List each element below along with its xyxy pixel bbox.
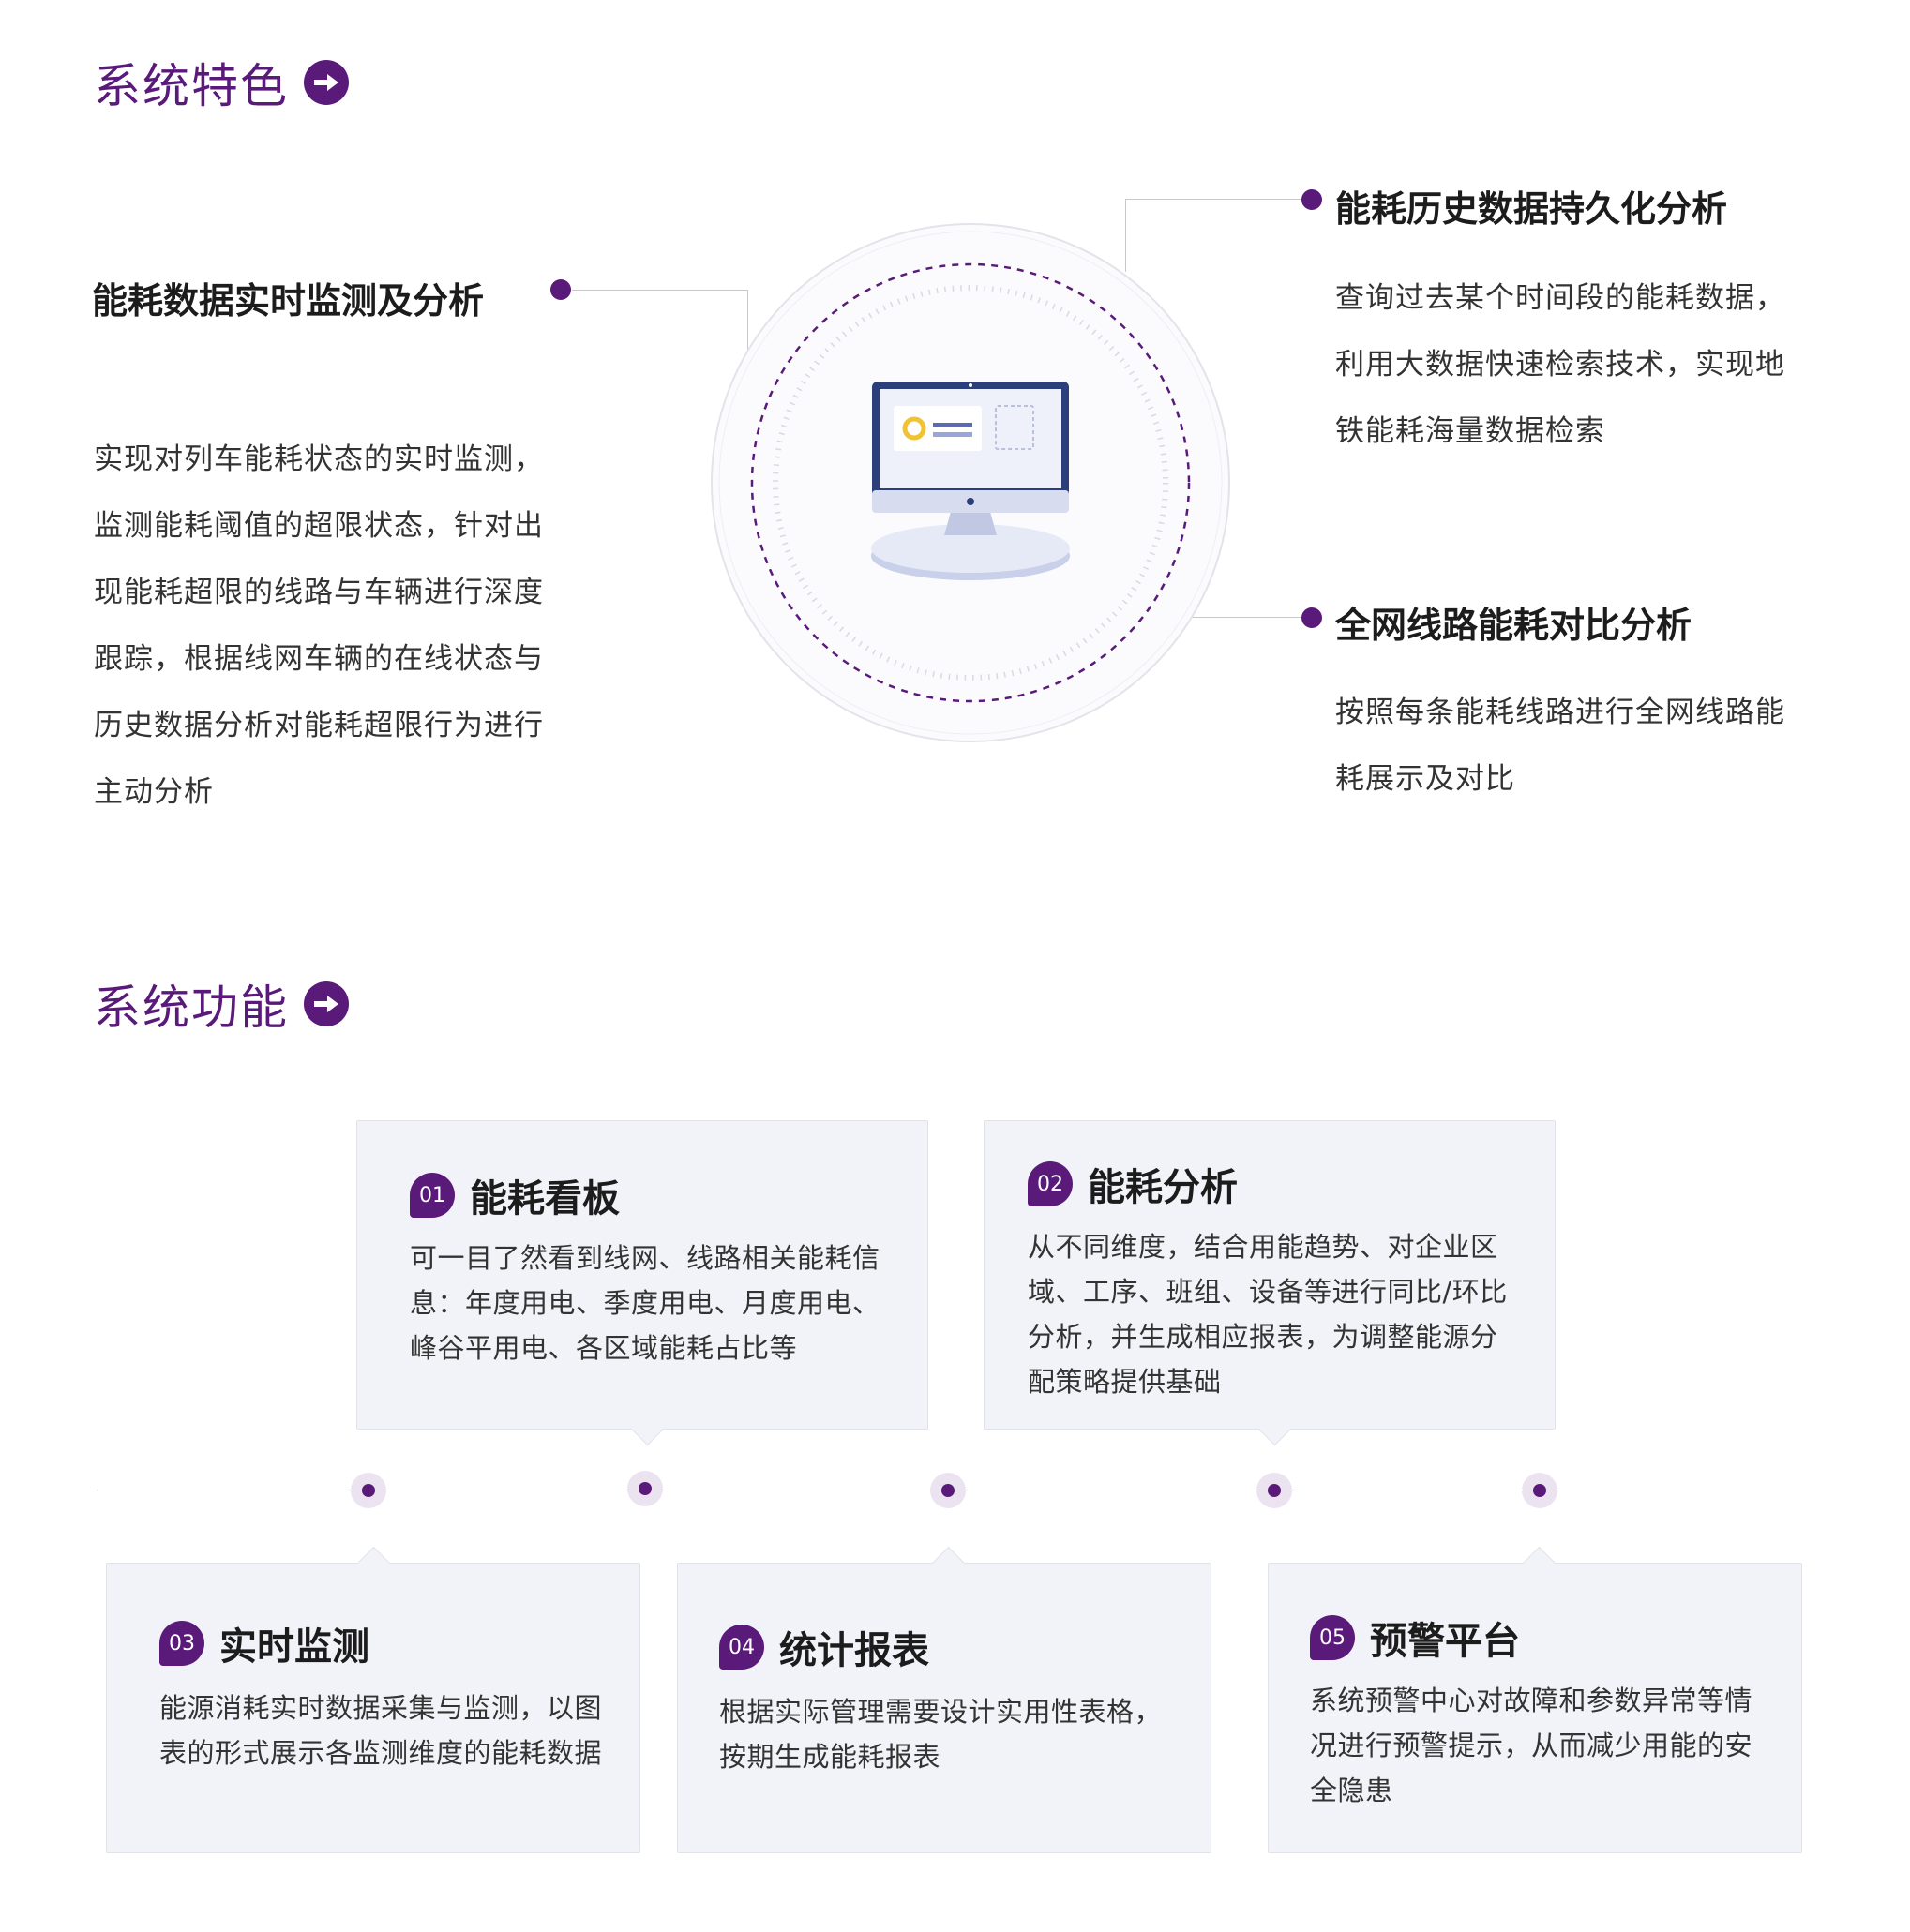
feature-left-title: 能耗数据实时监测及分析 <box>92 280 485 322</box>
connector-line <box>1125 199 1126 272</box>
feature-right-top-body: 查询过去某个时间段的能耗数据，利用大数据快速检索技术，实现地铁能耗海量数据检索 <box>1335 281 1785 448</box>
card-description: 可一目了然看到线网、线路相关能耗信息：年度用电、季度用电、月度用电、峰谷平用电、… <box>410 1242 880 1364</box>
card-pointer <box>1522 1546 1557 1580</box>
card-description: 从不同维度，结合用能趋势、对企业区域、工序、班组、设备等进行同比/环比分析，并生… <box>1028 1231 1508 1398</box>
function-card-4[interactable]: 04 统计报表 根据实际管理需要设计实用性表格，按期生成能耗报表 <box>677 1546 1211 1853</box>
card-title: 能耗看板 <box>470 1177 620 1221</box>
card-number-badge: 02 <box>1028 1161 1073 1206</box>
card-title: 实时监测 <box>219 1625 369 1669</box>
function-card-1[interactable]: 01 能耗看板 可一目了然看到线网、线路相关能耗信息：年度用电、季度用电、月度用… <box>356 1120 928 1446</box>
card-title: 统计报表 <box>779 1629 929 1672</box>
monitor-illustration <box>711 223 1230 742</box>
feature-left-body: 实现对列车能耗状态的实时监测，监测能耗阈值的超限状态，针对出现能耗超限的线路与车… <box>94 442 544 809</box>
functions-heading: 系统功能 <box>94 970 349 1038</box>
feature-right-top-title: 能耗历史数据持久化分析 <box>1335 188 1728 230</box>
card-number-badge: 01 <box>410 1173 455 1218</box>
card-number-badge: 03 <box>159 1621 204 1666</box>
timeline-node <box>1256 1473 1292 1508</box>
card-number-badge: 05 <box>1310 1615 1355 1660</box>
timeline-node <box>930 1473 966 1508</box>
timeline-node <box>351 1473 386 1508</box>
card-description: 根据实际管理需要设计实用性表格，按期生成能耗报表 <box>719 1696 1163 1773</box>
function-card-3[interactable]: 03 实时监测 能源消耗实时数据采集与监测，以图表的形式展示各监测维度的能耗数据 <box>106 1546 640 1853</box>
timeline-node <box>627 1471 663 1506</box>
function-card-2[interactable]: 02 能耗分析 从不同维度，结合用能趋势、对企业区域、工序、班组、设备等进行同比… <box>984 1120 1556 1446</box>
feature-left-dot <box>550 279 571 300</box>
feature-right-bottom-dot <box>1301 607 1322 628</box>
connector-line <box>1191 617 1303 618</box>
card-pointer <box>1257 1412 1292 1446</box>
arrow-right-icon[interactable] <box>304 60 349 105</box>
card-pointer <box>931 1546 966 1580</box>
card-number-badge: 04 <box>719 1625 764 1670</box>
card-pointer <box>356 1546 391 1580</box>
card-title: 预警平台 <box>1370 1620 1520 1663</box>
card-description: 能源消耗实时数据采集与监测，以图表的形式展示各监测维度的能耗数据 <box>159 1692 603 1769</box>
connector-line <box>1125 199 1303 200</box>
function-card-5[interactable]: 05 预警平台 系统预警中心对故障和参数异常等情况进行预警提示，从而减少用能的安… <box>1268 1546 1802 1853</box>
timeline-node <box>1522 1473 1557 1508</box>
feature-right-bottom-body: 按照每条能耗线路进行全网线路能耗展示及对比 <box>1335 696 1785 796</box>
arrow-right-icon[interactable] <box>304 981 349 1026</box>
features-heading-text: 系统特色 <box>94 59 289 113</box>
card-pointer <box>630 1412 665 1446</box>
features-heading: 系统特色 <box>94 49 349 116</box>
card-description: 系统预警中心对故障和参数异常等情况进行预警提示，从而减少用能的安全隐患 <box>1310 1685 1753 1806</box>
card-title: 能耗分析 <box>1088 1166 1238 1209</box>
feature-right-top-dot <box>1301 189 1322 210</box>
connector-line <box>572 290 748 291</box>
connector-line <box>747 290 748 352</box>
functions-heading-text: 系统功能 <box>94 981 289 1035</box>
feature-right-bottom-title: 全网线路能耗对比分析 <box>1335 605 1692 646</box>
